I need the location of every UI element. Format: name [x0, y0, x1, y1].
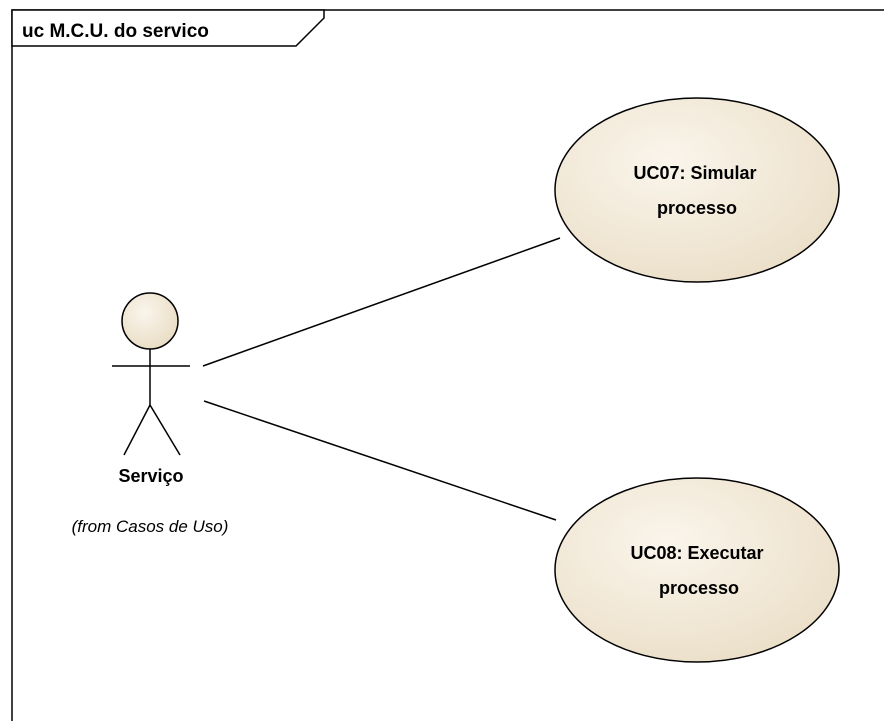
use-case-uc08-label-line1: UC08: Executar	[630, 543, 763, 563]
actor-left-leg	[123, 404, 151, 456]
actor-source: (from Casos de Uso)	[72, 517, 229, 536]
diagram-frame: uc M.C.U. do servico	[11, 9, 884, 721]
actor-right-leg	[149, 404, 181, 456]
frame-title: uc M.C.U. do servico	[22, 21, 209, 42]
use-case-uc07-label-line2: processo	[657, 198, 737, 218]
actor-servico[interactable]: Serviço (from Casos de Uso)	[72, 292, 229, 536]
use-case-uc08-ellipse	[554, 477, 840, 663]
use-case-uc07-ellipse	[554, 97, 840, 283]
actor-name: Serviço	[118, 466, 183, 486]
use-case-uc08[interactable]: UC08: Executar processo	[554, 477, 840, 663]
use-case-uc08-label-line2: processo	[659, 578, 739, 598]
frame-title-tab[interactable]	[11, 9, 325, 47]
use-case-uc07-label-line1: UC07: Simular	[633, 163, 756, 183]
actor-head	[121, 292, 179, 350]
association-uc07[interactable]	[202, 237, 561, 367]
use-case-uc07[interactable]: UC07: Simular processo	[554, 97, 840, 283]
association-uc08[interactable]	[203, 400, 557, 521]
